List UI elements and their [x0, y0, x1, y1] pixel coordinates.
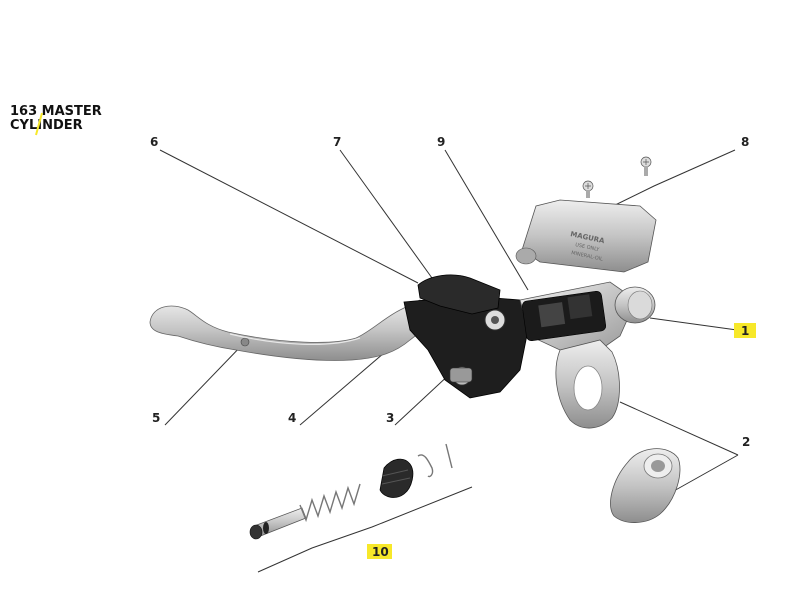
cap-screws — [582, 156, 652, 198]
lever-blade — [149, 299, 439, 361]
callout-4: 4 — [288, 411, 296, 425]
diagram-title: 163 MASTER CYLINDER — [10, 105, 130, 133]
reservoir-cap: MAGURA USE ONLY MINERAL-OIL — [515, 199, 657, 273]
callout-label: 7 — [333, 135, 341, 149]
callout-6: 6 — [150, 135, 158, 149]
callout-7: 7 — [333, 135, 341, 149]
leader-lines — [159, 149, 739, 573]
callout-label: 1 — [741, 324, 749, 338]
lever-pivot-assembly — [403, 274, 531, 399]
callout-1: 1 — [734, 323, 756, 338]
callout-10: 10 — [367, 544, 392, 559]
callout-8: 8 — [741, 135, 749, 149]
title-line-1: 163 MASTER — [10, 104, 102, 119]
callout-9: 9 — [437, 135, 445, 149]
callout-label: 8 — [741, 135, 749, 149]
piston-kit — [249, 443, 453, 540]
cap-text-line-1: USE ONLY — [575, 242, 601, 253]
callout-highlight — [734, 323, 756, 338]
callout-label: 2 — [742, 435, 750, 449]
master-cylinder-body — [519, 281, 656, 429]
callout-label: 10 — [372, 545, 389, 559]
callout-label: 3 — [386, 411, 394, 425]
callout-label: 6 — [150, 135, 158, 149]
title-line-2: CYLINDER — [10, 118, 83, 133]
yellow-tick-mark — [35, 112, 43, 136]
callout-label: 5 — [152, 411, 160, 425]
callout-labels: 6 7 9 8 1 2 3 4 5 10 — [150, 135, 756, 559]
callout-5: 5 — [152, 411, 160, 425]
callout-label: 9 — [437, 135, 445, 149]
separate-clamp-half — [610, 448, 681, 523]
callout-label: 4 — [288, 411, 296, 425]
callout-highlight — [367, 544, 392, 559]
callout-3: 3 — [386, 411, 394, 425]
callout-2: 2 — [742, 435, 750, 449]
